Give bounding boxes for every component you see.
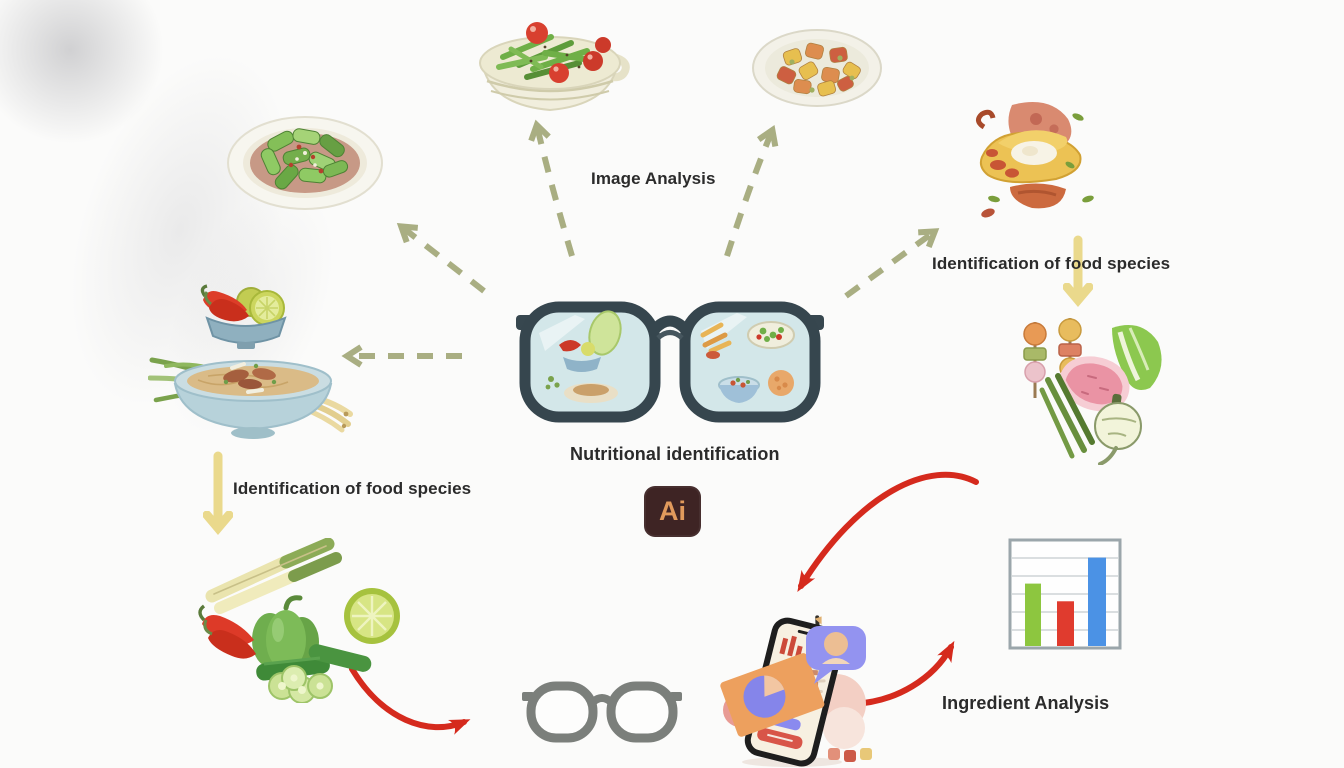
dashed-arrow-center-to-taco [844,228,940,299]
dashed-arrow-center-to-greenbean-bowl [528,119,575,257]
green-bean-tomato-bowl-icon [479,22,630,112]
potato-chicken-plate-icon [752,29,882,107]
bar-chart-icon [1008,538,1122,650]
adobe-illustrator-logo: Ai [644,486,701,537]
ingredient-analysis-label: Ingredient Analysis [942,693,1110,713]
red-arrow-phone-to-chart [850,640,955,707]
dashed-arrow-center-to-potato-plate [724,124,779,257]
adobe-illustrator-logo-text: Ai [659,496,686,526]
chili-lime-bowl-icon [200,284,287,349]
dashed-arrow-center-to-cucumber-plate [396,222,486,294]
nutrition-app-smartphone-icon [720,615,872,767]
identification-of-food-species-left-label: Identification of food species [233,479,472,498]
plain-glasses-icon [522,681,682,743]
image-analysis-label: Image Analysis [591,169,716,188]
noodle-soup-bowl-icon [148,357,353,439]
leek-pepper-cucumber-lime-icon [198,538,400,703]
smart-glasses-food-lenses-icon [516,301,824,423]
nutritional-identification-label: Nutritional identification [570,444,780,464]
identification-of-food-species-right-label: Identification of food species [932,254,1171,273]
egg-crepe-taco-icon [976,102,1094,218]
skewers-meat-cabbage-radish-icon [1023,318,1162,465]
cucumber-salad-plate-icon [227,116,383,210]
red-arrow-veggies-to-glasses [349,666,471,735]
bar-chart-bars [1025,557,1106,646]
red-arrow-to-smartphone [797,471,979,592]
